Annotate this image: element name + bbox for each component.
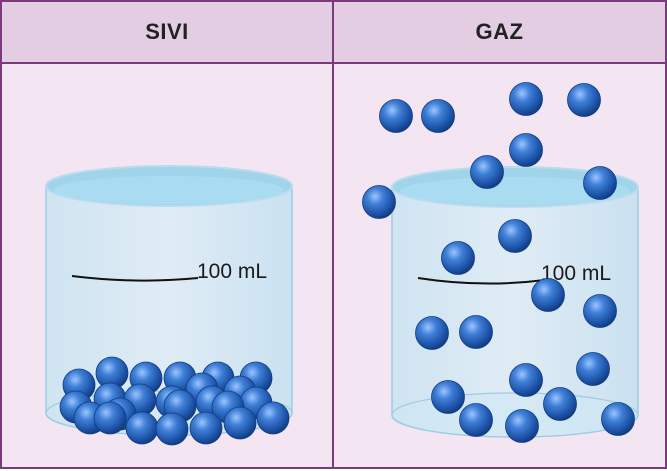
liquid-particle [155, 412, 189, 446]
gas-particle [543, 387, 577, 421]
gas-volume-label: 100 mL [541, 262, 611, 285]
liquid-title: SIVI [145, 19, 189, 44]
gas-particle [441, 241, 475, 275]
gas-particle [509, 363, 543, 397]
gas-particle [601, 402, 635, 436]
gas-particle [509, 133, 543, 167]
gas-particle [470, 155, 504, 189]
gas-particle [362, 185, 396, 219]
liquid-particle [125, 411, 159, 445]
gas-particle [421, 99, 455, 133]
gas-volume-mark [417, 277, 546, 285]
liquid-particles [59, 356, 290, 446]
gas-title: GAZ [475, 19, 524, 44]
liquid-particle [93, 401, 127, 435]
liquid-header: SIVI [2, 2, 332, 64]
gas-header: GAZ [334, 2, 665, 64]
gas-particle [459, 403, 493, 437]
liquid-surface [54, 176, 284, 204]
gas-particle [505, 409, 539, 443]
gas-particles [362, 82, 635, 443]
gas-particle [567, 83, 601, 117]
gas-particle [459, 315, 493, 349]
gas-particle [431, 380, 465, 414]
liquid-volume-mark [71, 275, 199, 282]
liquid-particle [223, 406, 257, 440]
gas-particle [379, 99, 413, 133]
gas-particle [583, 166, 617, 200]
gas-beaker: 100 mL [362, 82, 639, 443]
liquid-volume-label: 100 mL [197, 260, 267, 283]
liquid-particle [256, 401, 290, 435]
gas-particle [415, 316, 449, 350]
gas-particle [583, 294, 617, 328]
liquid-beaker: 100 mL [45, 165, 293, 446]
gas-particle [509, 82, 543, 116]
gas-particle [498, 219, 532, 253]
gas-particle [531, 278, 565, 312]
liquid-particle [189, 411, 223, 445]
gas-particle [576, 352, 610, 386]
gas-surface [400, 177, 630, 205]
